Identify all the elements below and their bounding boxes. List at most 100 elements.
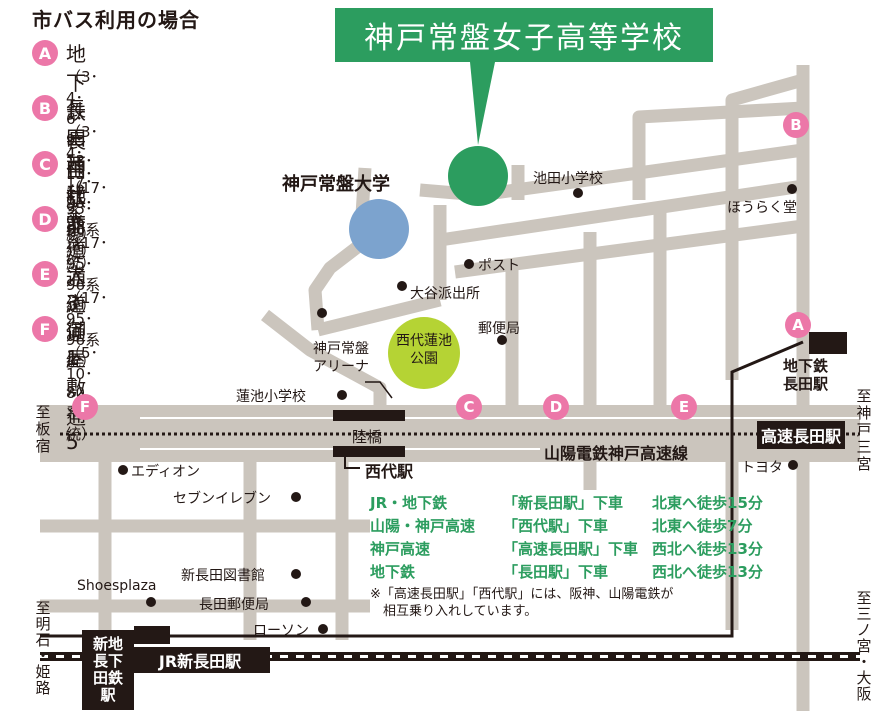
direction-itayado: 至 板 宿 — [35, 403, 51, 455]
transfer-note: ※「高速長田駅」「西代駅」には、阪神、山陽電鉄が 相互乗り入れしています。 — [370, 587, 674, 619]
bus-stop-badge: C — [32, 151, 58, 177]
dot — [788, 460, 798, 470]
bus-legend: 市バス利用の場合 A 地下鉄長田駅前 （3･4･6･9･13･17･95･96系… — [32, 4, 332, 454]
direction-akashi-himeji: 至 明 石 ・ 姫 路 — [35, 599, 51, 697]
park-label: 西代蓮池 公園 — [396, 333, 452, 367]
ikeda-elementary-label: 池田小学校 — [533, 171, 603, 187]
legend-title: 市バス利用の場合 — [32, 8, 200, 32]
leader-line — [344, 457, 360, 469]
bus-stop-name: 御屋敷通5 — [66, 318, 86, 454]
post-label: ポスト — [478, 258, 520, 274]
bus-stop-badge: E — [32, 261, 58, 287]
road — [316, 293, 442, 337]
school-title-banner: 神戸常盤女子高等学校 — [335, 8, 713, 62]
bus-route-numbers: （5･10･80系統） — [66, 344, 99, 443]
bus-route-numbers: （3･4･6･9･13･17･95･96系統） — [66, 68, 99, 272]
access-station: 「西代駅」下車 — [503, 517, 609, 535]
bus-stop-badge: D — [32, 206, 58, 232]
shoesplaza-label: Shoesplaza — [77, 578, 157, 594]
road — [454, 219, 804, 279]
seven-eleven-label: セブンイレブン — [173, 491, 271, 507]
subway-line — [40, 340, 804, 638]
bus-stop-badge: A — [32, 40, 58, 66]
jr-railway-line — [40, 652, 860, 661]
direction-sannomiya: 至 神 戸 三 宮 — [856, 387, 872, 473]
bus-route-numbers: （3･4･13･17系統） — [66, 123, 99, 243]
dot — [291, 569, 301, 579]
bus-stop-name: 大道通3 — [66, 208, 86, 315]
park-location — [388, 317, 460, 389]
library-label: 新長田図書館 — [181, 568, 265, 584]
hourakudou-label: ほうらく堂 — [727, 200, 797, 216]
access-walk: 北東へ徒歩7分 — [652, 517, 753, 535]
bus-stop-marker-c: C — [456, 394, 482, 420]
bus-stop-name: 西代 — [66, 153, 86, 206]
dot — [464, 259, 474, 269]
arena-label: 神戸常盤 アリーナ — [313, 341, 369, 375]
access-station: 「高速長田駅」下車 — [503, 540, 639, 558]
post-office-label: 郵便局 — [478, 321, 520, 337]
nishidai-platform — [333, 446, 405, 457]
bus-stop-name: 長田神社前 — [66, 97, 86, 237]
place-dots — [118, 184, 798, 634]
access-walk: 西北へ徒歩13分 — [652, 563, 763, 581]
bus-stop-marker-a: A — [785, 312, 811, 338]
bus-route-numbers: （17･95･96系統） — [66, 289, 108, 370]
subway-nagata-label: 地下鉄 長田駅 — [783, 357, 829, 393]
access-line: 地下鉄 — [370, 563, 416, 581]
dot — [573, 188, 583, 198]
access-walk: 北東へ徒歩15分 — [652, 494, 763, 512]
university-location — [349, 199, 409, 259]
access-station: 「長田駅」下車 — [503, 563, 609, 581]
dot — [301, 597, 311, 607]
subway-nagata-station-box — [809, 332, 847, 354]
bus-stop-name: 地下鉄長田駅前 — [66, 42, 86, 240]
toyota-label: トヨタ — [741, 460, 783, 476]
bus-route-numbers: （17･95･96系統） — [66, 234, 108, 315]
dot — [317, 308, 327, 318]
school-location — [448, 146, 508, 206]
bridge-label: 陸橋 — [352, 428, 383, 446]
sanyo-line-label: 山陽電鉄神戸高速線 — [544, 444, 689, 463]
lawson-label: ローソン — [253, 623, 309, 639]
dot — [337, 390, 347, 400]
access-line: JR・地下鉄 — [370, 494, 448, 512]
bus-stop-marker-b: B — [783, 112, 809, 138]
hasuike-elementary-label: 蓮池小学校 — [236, 389, 306, 405]
dot — [291, 492, 301, 502]
bus-stop-badge: B — [32, 95, 58, 121]
nishidai-platform — [333, 410, 405, 421]
direction-sannomiya-osaka: 至 三 ノ 宮 ・ 大 阪 — [856, 589, 872, 703]
school-pointer — [470, 62, 495, 145]
bus-stop-marker-e: E — [671, 394, 697, 420]
access-walk: 西北へ徒歩13分 — [652, 540, 763, 558]
access-line: 山陽・神戸高速 — [370, 517, 476, 535]
edion-label: エディオン — [131, 464, 201, 480]
access-station: 「新長田駅」下車 — [503, 494, 624, 512]
dot — [787, 184, 797, 194]
road — [439, 179, 804, 247]
dot — [118, 465, 128, 475]
dot — [318, 624, 328, 634]
road — [261, 309, 387, 410]
bus-stop-badge: F — [32, 316, 58, 342]
bus-route-numbers: （17･95･96系統） — [66, 179, 108, 260]
bus-stop-marker-f: F — [72, 394, 98, 420]
bus-stop-name: 大道通1 — [66, 263, 86, 370]
nishidai-station-label: 西代駅 — [365, 462, 414, 481]
university-label: 神戸常盤大学 — [282, 174, 390, 195]
dot — [146, 597, 156, 607]
leader-line — [365, 381, 393, 399]
subway-shinnagata-station-box: 新地 長下 田鉄 駅 — [82, 630, 134, 710]
dot — [397, 281, 407, 291]
police-box-label: 大谷派出所 — [410, 286, 480, 302]
subway-shinnagata-platform — [134, 626, 170, 644]
nagata-post-office-label: 長田郵便局 — [199, 597, 269, 613]
dot — [497, 335, 507, 345]
bus-stop-marker-d: D — [543, 394, 569, 420]
jr-shinnagata-station-box: JR新長田駅 — [130, 647, 270, 673]
access-line: 神戸高速 — [370, 540, 431, 558]
kousoku-nagata-station-box: 高速長田駅 — [757, 421, 845, 449]
